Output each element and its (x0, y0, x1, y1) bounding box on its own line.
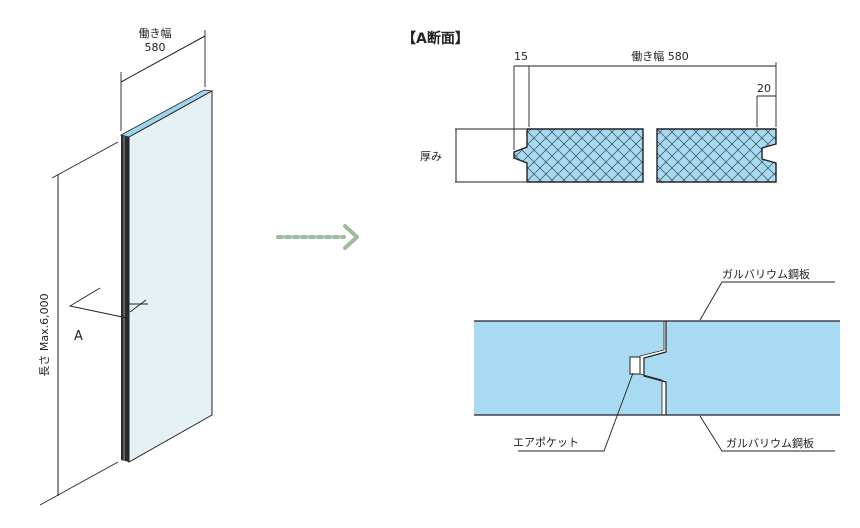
label-top-steel: ガルバリウム鋼板 (722, 267, 810, 281)
air-pocket (629, 356, 641, 375)
panel-3d-view: 働き幅 580 長さ Max.6,000 A (38, 27, 214, 506)
joint-panel-left (474, 321, 664, 415)
dim-left-label: 15 (514, 50, 528, 63)
section-title: 【A断面】 (402, 30, 469, 47)
thickness-label: 厚み (420, 150, 442, 163)
dim-top-label: 働き幅 580 (631, 50, 689, 63)
direction-arrow (276, 224, 359, 250)
dim-right-label: 20 (757, 82, 771, 95)
length-dimension: 長さ Max.6,000 (38, 141, 119, 506)
length-label: 長さ Max.6,000 (38, 293, 51, 376)
section-panel-right (656, 128, 777, 183)
section-marker-a: A (68, 287, 148, 344)
panel-side-edge (121, 135, 129, 462)
section-panel-left (513, 128, 644, 183)
width-value: 580 (145, 41, 166, 54)
panel-front-face (128, 90, 213, 463)
joint-detail-view: ガルバリウム鋼板 ガルバリウム鋼板 エアポケット (474, 267, 840, 452)
section-a-view: 【A断面】 15 働き幅 580 20 厚み (402, 30, 777, 183)
joint-panel-right (644, 321, 840, 415)
width-label: 働き幅 (139, 27, 172, 40)
section-marker-label: A (74, 329, 83, 344)
label-bottom-steel: ガルバリウム鋼板 (726, 436, 814, 450)
width-dimension: 働き幅 580 (120, 27, 206, 131)
label-air-pocket: エアポケット (513, 436, 579, 449)
